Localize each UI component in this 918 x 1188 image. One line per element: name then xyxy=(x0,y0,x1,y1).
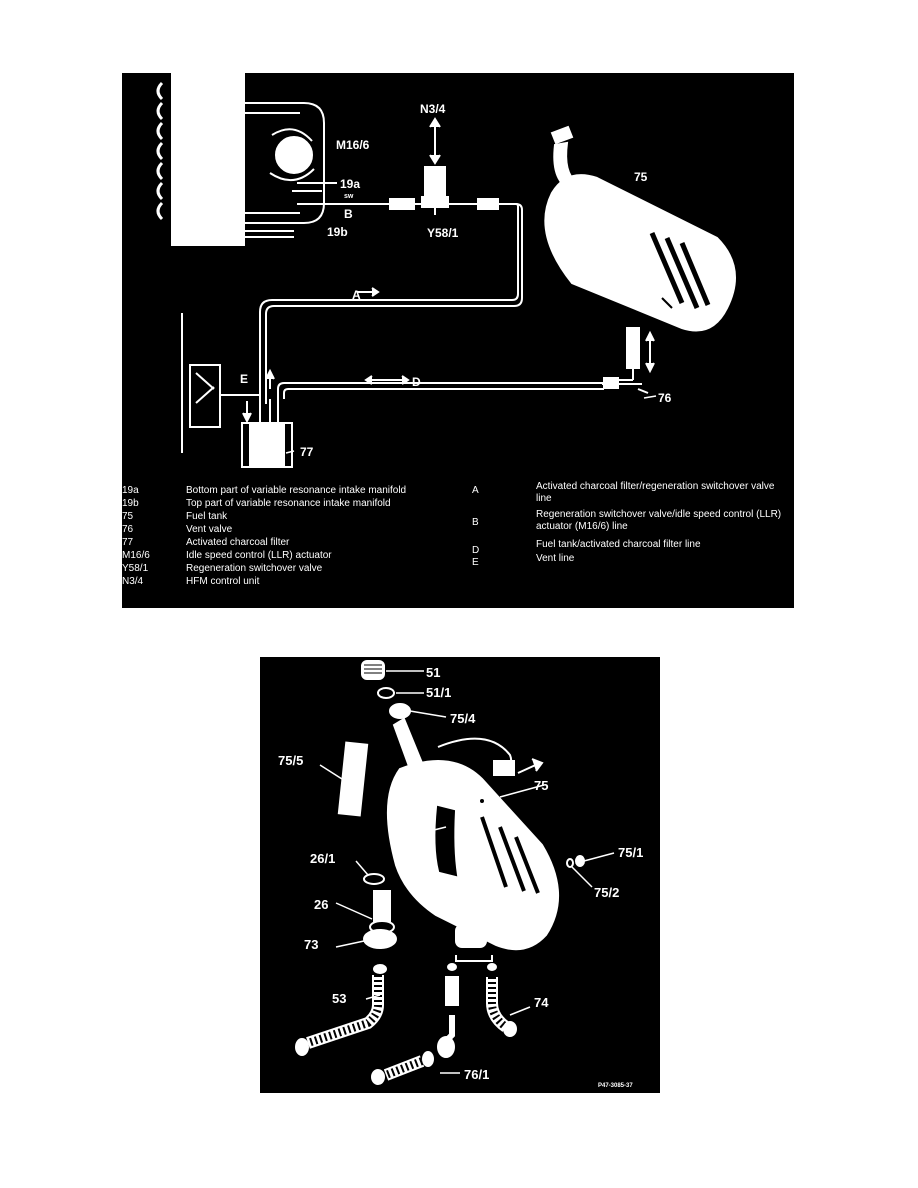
legend-code: 77 xyxy=(122,537,134,548)
evap-system-drawing: N3/4 M16/6 19a sw B 19b Y58/1 75 A E D 7… xyxy=(156,73,736,468)
label-19b: 19b xyxy=(327,225,348,239)
label-75-2: 75/2 xyxy=(594,885,619,900)
valve-assembly-left xyxy=(295,873,397,1056)
leader-lines xyxy=(319,670,615,1074)
label-d: D xyxy=(412,375,421,389)
figure-reference: P47-3085-37 xyxy=(598,1083,633,1089)
legend-desc: Activated charcoal filter xyxy=(186,537,290,548)
legend-code: N3/4 xyxy=(122,576,144,587)
label-77: 77 xyxy=(300,445,314,459)
label-75: 75 xyxy=(534,778,548,793)
legend-code: Y58/1 xyxy=(122,563,149,574)
label-e: E xyxy=(240,372,248,386)
legend-code: E xyxy=(472,557,479,568)
legend-code: 19b xyxy=(122,498,139,509)
legend-row: 19a Bottom part of variable resonance in… xyxy=(122,485,462,497)
label-76: 76 xyxy=(658,391,672,405)
sender-connector xyxy=(437,737,544,776)
valve-assembly-right xyxy=(371,924,517,1085)
legend-code: 75 xyxy=(122,511,134,522)
legend-row: 75 Fuel tank xyxy=(122,511,462,523)
label-75: 75 xyxy=(634,170,648,184)
fuel-tank-parts-drawing: 51 51/1 75/4 75/5 75 B4 75/1 75/2 26/1 2… xyxy=(278,660,643,1089)
legend-row: M16/6 Idle speed control (LLR) actuator xyxy=(122,550,462,562)
label-sw: sw xyxy=(344,193,354,200)
label-m16-6: M16/6 xyxy=(336,138,370,152)
label-y58-1: Y58/1 xyxy=(427,226,459,240)
legend-row: 19b Top part of variable resonance intak… xyxy=(122,498,462,510)
label-26: 26 xyxy=(314,897,328,912)
legend-desc: Regeneration switchover valve/idle speed… xyxy=(536,509,782,532)
charcoal-filter-drawing xyxy=(181,313,293,468)
legend-desc: Fuel tank/activated charcoal filter line xyxy=(536,539,701,550)
tank-strap xyxy=(337,741,369,817)
line-d xyxy=(277,375,604,399)
label-53: 53 xyxy=(332,991,346,1006)
legend-row: 76 Vent valve xyxy=(122,524,462,536)
fuel-tank xyxy=(386,760,560,951)
label-a: A xyxy=(352,288,361,302)
label-19a: 19a xyxy=(340,177,360,191)
legend-code: A xyxy=(472,485,479,496)
label-74: 74 xyxy=(534,995,549,1010)
label-75-4: 75/4 xyxy=(450,711,476,726)
legend-desc: Idle speed control (LLR) actuator xyxy=(186,550,332,561)
label-n3-4: N3/4 xyxy=(420,102,446,116)
label-b: B xyxy=(344,207,353,221)
legend-desc: Vent line xyxy=(536,553,575,564)
legend-desc: HFM control unit xyxy=(186,576,260,587)
legend-desc: Top part of variable resonance intake ma… xyxy=(186,498,391,509)
legend-code: B xyxy=(472,517,479,528)
label-51-1: 51/1 xyxy=(426,685,451,700)
filler-cap-parts xyxy=(361,660,424,771)
legend-desc: Fuel tank xyxy=(186,511,228,522)
label-b4: B4 xyxy=(398,823,415,838)
legend-code: 76 xyxy=(122,524,134,535)
line-b xyxy=(297,198,434,210)
legend-row: 77 Activated charcoal filter xyxy=(122,537,462,549)
legend-row: N3/4 HFM control unit xyxy=(122,576,462,588)
line-a xyxy=(259,203,523,404)
legend-desc: Regeneration switchover valve xyxy=(186,563,323,574)
label-76-1: 76/1 xyxy=(464,1067,489,1082)
label-26-1: 26/1 xyxy=(310,851,335,866)
fuel-tank-drawing xyxy=(544,125,736,332)
label-75-5: 75/5 xyxy=(278,753,303,768)
label-51: 51 xyxy=(426,665,440,680)
legend-desc: Activated charcoal filter/regeneration s… xyxy=(536,481,775,504)
legend-code: M16/6 xyxy=(122,550,150,561)
label-75-1: 75/1 xyxy=(618,845,643,860)
legend-desc: Vent valve xyxy=(186,524,233,535)
legend-code: 19a xyxy=(122,485,139,496)
legend-row: Y58/1 Regeneration switchover valve xyxy=(122,563,462,575)
legend-desc: Bottom part of variable resonance intake… xyxy=(186,485,407,496)
drain-plug-parts xyxy=(566,855,585,868)
legend-left: 19a Bottom part of variable resonance in… xyxy=(122,485,462,605)
regeneration-valve-drawing xyxy=(421,117,499,215)
fuel-tank-exploded-view: 51 51/1 75/4 75/5 75 B4 75/1 75/2 26/1 2… xyxy=(260,657,660,1093)
intake-manifold-drawing xyxy=(156,73,337,246)
legend-code: D xyxy=(472,545,480,556)
label-72: 72 xyxy=(514,933,528,948)
legend-right: A Activated charcoal filter/regeneration… xyxy=(472,481,790,581)
label-73: 73 xyxy=(304,937,318,952)
vent-valve-drawing xyxy=(602,327,655,394)
evap-system-schematic: N3/4 M16/6 19a sw B 19b Y58/1 75 A E D 7… xyxy=(122,73,794,608)
